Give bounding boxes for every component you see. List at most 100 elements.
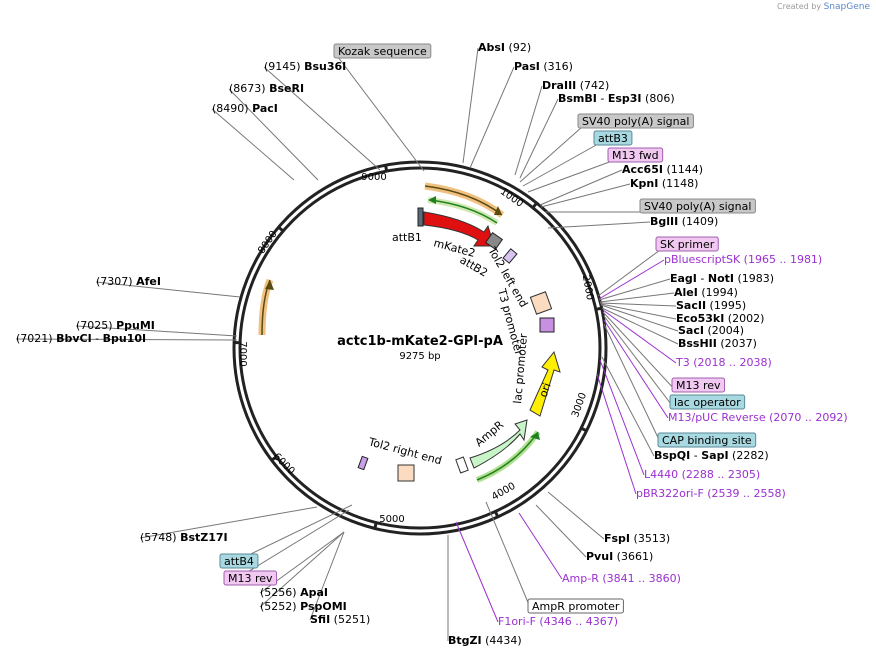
- label-attb4-box: [219, 553, 259, 569]
- ori-feature[interactable]: [529, 350, 561, 417]
- leader-pbluescript: [598, 259, 665, 300]
- label-amprprom[interactable]: AmpR promoter: [527, 598, 624, 614]
- label-pbr322[interactable]: pBR322ori-F (2539 .. 2558): [636, 487, 786, 500]
- leader-f1ori: [455, 521, 499, 623]
- leader-pbr322: [596, 373, 637, 495]
- label-bsmbi[interactable]: BsmBI - Esp3I (806): [558, 92, 675, 105]
- label-m13rev2[interactable]: M13 rev: [223, 570, 278, 586]
- leader-bsshii: [601, 307, 679, 345]
- label-paci-text: (8490) PacI: [212, 102, 278, 115]
- label-sfii[interactable]: SfiI (5251): [310, 613, 370, 626]
- label-paci[interactable]: (8490) PacI: [212, 102, 278, 115]
- label-sv40b[interactable]: SV40 poly(A) signal: [639, 198, 756, 214]
- label-apai[interactable]: (5256) ApaI: [260, 586, 328, 599]
- label-cap[interactable]: CAP binding site: [657, 432, 757, 448]
- label-amprprom-box: [527, 598, 624, 614]
- sv40-arrowhead-outer: [494, 206, 502, 215]
- label-sv40a[interactable]: SV40 poly(A) signal: [577, 113, 694, 129]
- label-m13rev1[interactable]: M13 rev: [671, 377, 726, 393]
- label-l4440-text: L4440 (2288 .. 2305): [644, 468, 760, 481]
- label-apai-text: (5256) ApaI: [260, 586, 328, 599]
- tick-1000: [531, 201, 539, 210]
- label-eagi-text: EagI - NotI (1983): [670, 272, 774, 285]
- label-amprprom-text: AmpR promoter: [532, 600, 620, 613]
- label-pasi[interactable]: PasI (316): [514, 60, 573, 73]
- label-t3[interactable]: T3 (2018 .. 2038): [675, 356, 772, 369]
- label-fspi[interactable]: FspI (3513): [604, 532, 670, 545]
- label-attb3[interactable]: attB3: [593, 130, 633, 146]
- label-bbvci[interactable]: (7021) BbvCI - Bpu10I: [16, 332, 146, 345]
- label-eagi[interactable]: EagI - NotI (1983): [670, 272, 774, 285]
- label-lacop[interactable]: lac operator: [669, 394, 746, 410]
- label-attb3-text: attB3: [598, 132, 628, 145]
- label-saci[interactable]: SacI (2004): [678, 324, 744, 337]
- label-cap-text: CAP binding site: [662, 434, 752, 447]
- leader-cap: [603, 323, 663, 447]
- label-afei[interactable]: (7307) AfeI: [96, 275, 161, 288]
- attb1-feature[interactable]: [417, 207, 424, 227]
- attb4-feature[interactable]: [357, 455, 369, 471]
- ampr-promoter-feature[interactable]: [455, 456, 469, 474]
- label-alei-text: AleI (1994): [674, 286, 738, 299]
- t3-promoter-feature[interactable]: [529, 291, 553, 315]
- label-pspomi[interactable]: (5252) PspOMI: [260, 600, 347, 613]
- label-ppumi[interactable]: (7025) PpuMI: [76, 319, 155, 332]
- label-bseri[interactable]: (8673) BseRI: [229, 82, 304, 95]
- tick-5000: [373, 521, 378, 530]
- label-bspqi-text: BspQI - SapI (2282): [654, 449, 769, 462]
- label-bstz17i[interactable]: (5748) BstZ17I: [140, 531, 228, 544]
- label-pvui[interactable]: PvuI (3661): [586, 550, 653, 563]
- tol2-right-feature[interactable]: [397, 464, 415, 482]
- label-l4440[interactable]: L4440 (2288 .. 2305): [644, 468, 760, 481]
- label-kozak[interactable]: Kozak sequence: [333, 43, 432, 59]
- lac-operator-feature[interactable]: [539, 317, 555, 333]
- ampr-feature[interactable]: [469, 419, 528, 469]
- label-pbluescript[interactable]: pBluescriptSK (1965 .. 1981): [664, 253, 822, 266]
- label-pspomi-text: (5252) PspOMI: [260, 600, 347, 613]
- label-absi-text: AbsI (92): [478, 41, 531, 54]
- tick-8000: [276, 225, 285, 233]
- label-lacop-box: [669, 394, 746, 410]
- label-kpni-text: KpnI (1148): [630, 177, 698, 190]
- label-m13fwd[interactable]: M13 fwd: [607, 147, 664, 163]
- label-ppumi-text: (7025) PpuMI: [76, 319, 155, 332]
- label-acc65i[interactable]: Acc65I (1144): [622, 163, 703, 176]
- leader-amprprom: [485, 501, 533, 613]
- leader-attb3: [522, 143, 599, 187]
- label-bsshii[interactable]: BssHII (2037): [678, 337, 757, 350]
- label-attb4[interactable]: attB4: [219, 553, 259, 569]
- tol2-right-label: Tol2 right end: [366, 435, 443, 467]
- label-sacii[interactable]: SacII (1995): [676, 299, 746, 312]
- label-pasi-text: PasI (316): [514, 60, 573, 73]
- tol2-left-feature[interactable]: [502, 248, 518, 264]
- label-eco53ki[interactable]: Eco53kI (2002): [676, 312, 764, 325]
- label-m13fwd-box: [607, 147, 664, 163]
- label-bglii[interactable]: BglII (1409): [650, 215, 718, 228]
- label-kpni[interactable]: KpnI (1148): [630, 177, 698, 190]
- leader-alei: [599, 292, 675, 303]
- leader-afei: [95, 281, 241, 298]
- label-bsu36i[interactable]: (9145) Bsu36I: [264, 60, 346, 73]
- left-olive-arrowhead: [265, 280, 274, 290]
- label-eco53ki-text: Eco53kI (2002): [676, 312, 764, 325]
- label-f1ori[interactable]: F1ori-F (4346 .. 4367): [498, 615, 618, 628]
- label-skprimer[interactable]: SK primer: [655, 236, 719, 252]
- label-kozak-box: [333, 43, 432, 59]
- label-attb4-text: attB4: [224, 555, 254, 568]
- attb1-label: attB1: [392, 231, 422, 244]
- label-draiii[interactable]: DraIII (742): [542, 79, 609, 92]
- label-ampr_p-text: Amp-R (3841 .. 3860): [562, 572, 681, 585]
- label-m13puc[interactable]: M13/pUC Reverse (2070 .. 2092): [668, 411, 848, 424]
- sv40-arrowhead-inner: [428, 196, 436, 204]
- label-btgzi[interactable]: BtgZI (4434): [448, 634, 522, 647]
- label-alei[interactable]: AleI (1994): [674, 286, 738, 299]
- backbone-outer-ring: [232, 160, 608, 536]
- label-absi[interactable]: AbsI (92): [478, 41, 531, 54]
- label-cap-box: [657, 432, 757, 448]
- label-bspqi[interactable]: BspQI - SapI (2282): [654, 449, 769, 462]
- label-ampr_p[interactable]: Amp-R (3841 .. 3860): [562, 572, 681, 585]
- leader-sfii: [309, 531, 345, 621]
- leader-pvui: [535, 504, 587, 558]
- attb2-feature[interactable]: [484, 231, 504, 251]
- backbone-inner-ring: [238, 166, 602, 530]
